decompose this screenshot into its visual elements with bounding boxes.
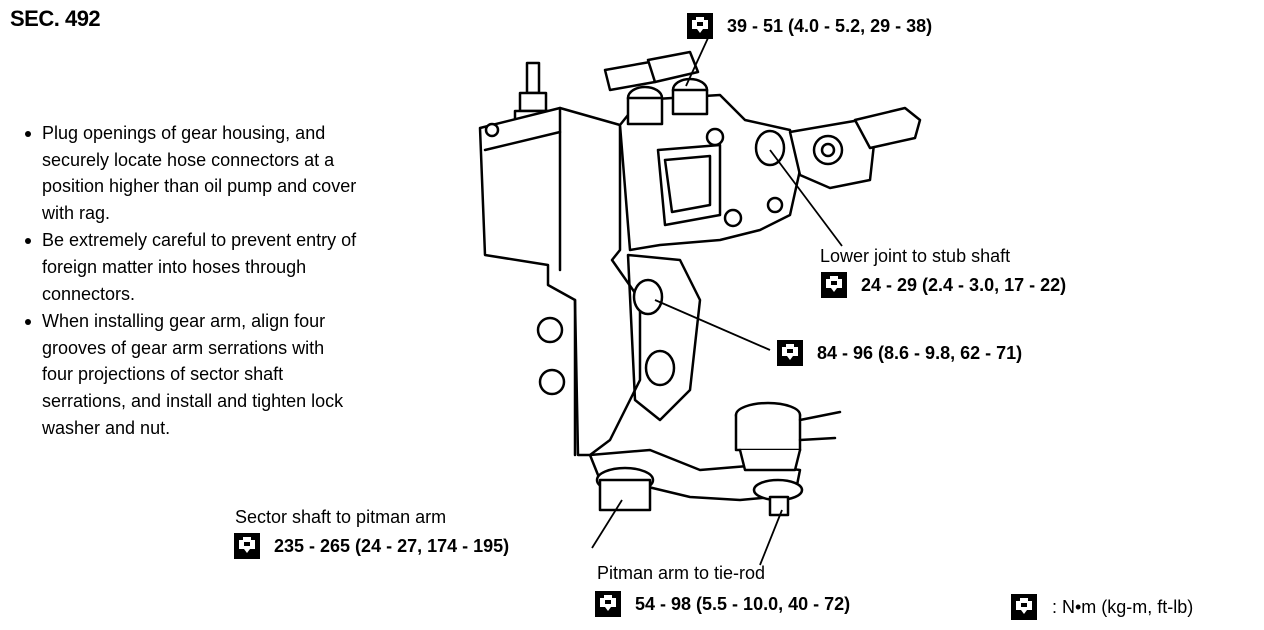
bullet-icon bbox=[25, 131, 31, 137]
torque-wrench-icon bbox=[821, 272, 847, 298]
instruction-line: grooves of gear arm serrations with bbox=[42, 337, 325, 358]
torque-value: 54 - 98 (5.5 - 10.0, 40 - 72) bbox=[635, 593, 851, 614]
torque-value: 24 - 29 (2.4 - 3.0, 17 - 22) bbox=[861, 274, 1067, 295]
tie-rod-nut bbox=[768, 495, 790, 517]
leader-pitman-tie-rod bbox=[759, 509, 783, 566]
leader-housing-mount bbox=[654, 299, 771, 351]
instruction-line: Plug openings of gear housing, and bbox=[42, 123, 326, 143]
torque-value: 84 - 96 (8.6 - 9.8, 62 - 71) bbox=[817, 342, 1023, 363]
mount-bolt-lower bbox=[644, 349, 676, 387]
units-legend: : N•m (kg-m, ft-lb) bbox=[1010, 593, 1193, 621]
torque-wrench-icon bbox=[687, 13, 713, 39]
torque-wrench-icon bbox=[234, 533, 260, 559]
legend-text: : N•m (kg-m, ft-lb) bbox=[1052, 596, 1194, 617]
torque-wrench-icon bbox=[1011, 594, 1037, 620]
bullet-icon bbox=[25, 319, 31, 326]
torque-wrench-icon bbox=[777, 340, 803, 366]
instruction-line: four projections of sector shaft bbox=[42, 364, 284, 385]
instruction-line: position higher than oil pump and cover bbox=[42, 176, 357, 197]
leader-hose-connectors bbox=[685, 37, 709, 87]
instruction-line: When installing gear arm, align four bbox=[42, 311, 326, 332]
mount-bolt-upper bbox=[632, 278, 664, 316]
leader-sector-shaft bbox=[591, 499, 623, 549]
instruction-line: securely locate hose connectors at a bbox=[42, 149, 335, 170]
hose-connector-left bbox=[603, 60, 657, 92]
torque-sector-shaft: 235 - 265 (24 - 27, 174 - 195) bbox=[233, 532, 509, 560]
torque-pitman-tie-rod: 54 - 98 (5.5 - 10.0, 40 - 72) bbox=[594, 590, 850, 618]
instruction-line: washer and nut. bbox=[42, 417, 171, 438]
callout-sector-shaft: Sector shaft to pitman arm bbox=[235, 507, 447, 527]
section-number: SEC. 492 bbox=[10, 6, 101, 31]
sector-shaft-nut bbox=[598, 478, 652, 512]
leader-lower-joint bbox=[769, 149, 843, 247]
bullet-icon bbox=[25, 238, 31, 245]
instruction-item: Be extremely careful to prevent entry of… bbox=[22, 227, 462, 307]
torque-hose-connectors: 39 - 51 (4.0 - 5.2, 29 - 38) bbox=[686, 12, 932, 40]
lower-joint-bolt bbox=[754, 129, 786, 167]
torque-lower-joint: 24 - 29 (2.4 - 3.0, 17 - 22) bbox=[820, 271, 1066, 299]
instruction-line: Be extremely careful to prevent entry of bbox=[42, 230, 357, 251]
torque-value: 235 - 265 (24 - 27, 174 - 195) bbox=[274, 535, 510, 556]
callout-lower-joint: Lower joint to stub shaft bbox=[820, 246, 1011, 266]
instruction-item: When installing gear arm, align four gro… bbox=[22, 308, 462, 441]
torque-housing-mount: 84 - 96 (8.6 - 9.8, 62 - 71) bbox=[776, 339, 1022, 367]
instruction-line: with rag. bbox=[42, 202, 111, 223]
stub-shaft bbox=[853, 106, 922, 150]
instruction-item: Plug openings of gear housing, and secur… bbox=[22, 120, 462, 226]
gear-housing bbox=[478, 106, 642, 457]
torque-value: 39 - 51 (4.0 - 5.2, 29 - 38) bbox=[727, 15, 933, 36]
input-shaft-stub bbox=[525, 61, 541, 95]
instruction-list: Plug openings of gear housing, and secur… bbox=[22, 120, 462, 442]
instruction-line: connectors. bbox=[42, 283, 136, 304]
callout-pitman-tie-rod: Pitman arm to tie-rod bbox=[597, 563, 766, 583]
hose-connector-right bbox=[646, 50, 700, 84]
instruction-line: serrations, and install and tighten lock bbox=[42, 390, 344, 411]
torque-wrench-icon bbox=[595, 591, 621, 617]
instruction-line: foreign matter into hoses through bbox=[42, 256, 307, 277]
